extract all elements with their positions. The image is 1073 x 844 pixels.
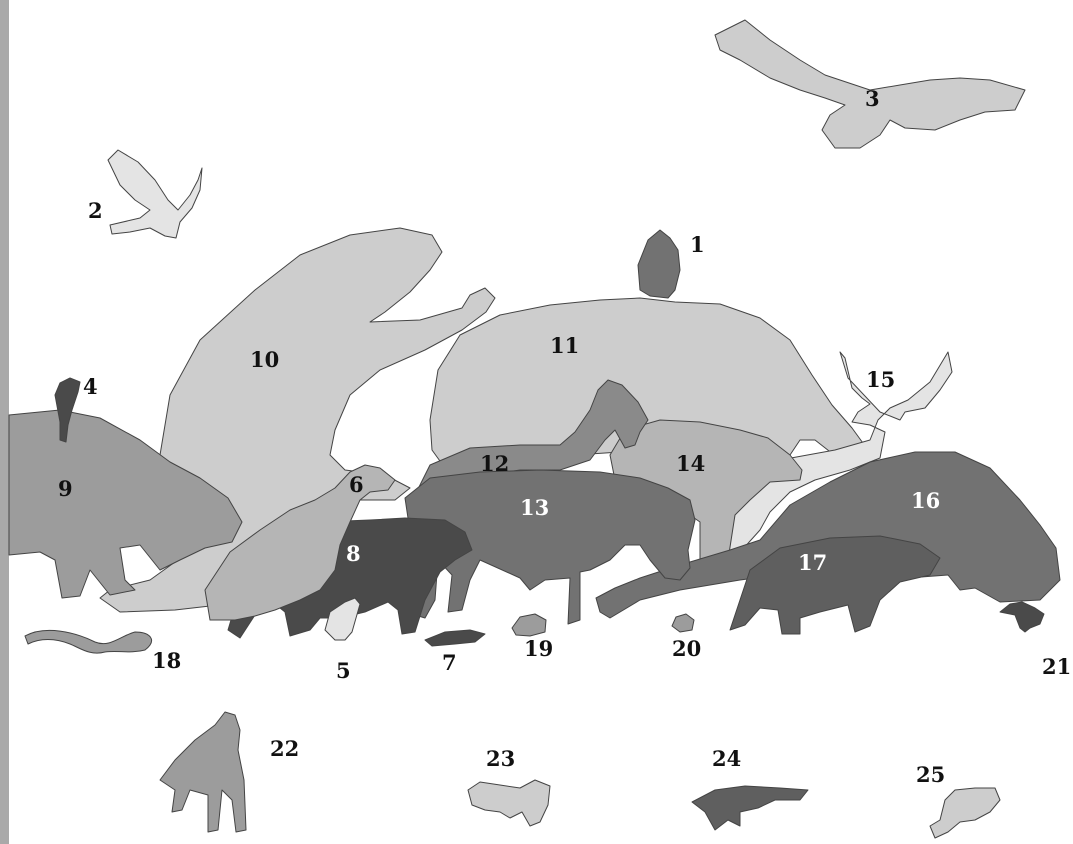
label-7: 7 [442,650,457,675]
silhouette-22-canid [160,712,246,832]
label-25: 25 [916,762,945,787]
label-10: 10 [250,347,279,372]
label-11: 11 [550,333,579,358]
label-1: 1 [690,232,705,257]
label-21: 21 [1042,654,1071,679]
silhouette-7-lizard [425,630,485,646]
label-18: 18 [152,648,181,673]
silhouette-3-condor [715,20,1025,148]
label-23: 23 [486,746,515,771]
label-2: 2 [88,198,103,223]
silhouette-20-rodent [672,614,694,632]
label-15: 15 [866,367,895,392]
silhouette-21-mouse [1000,602,1044,632]
silhouette-19-rodent [512,614,546,636]
label-13: 13 [520,495,549,520]
label-6: 6 [349,472,364,497]
silhouette-23-vizcacha [468,780,550,826]
label-24: 24 [712,746,741,771]
label-8: 8 [346,541,361,566]
label-3: 3 [865,86,880,111]
silhouette-24-lizard [692,786,808,830]
label-5: 5 [336,658,351,683]
silhouette-18-snake [25,630,152,653]
silhouette-2-eagle [108,150,202,238]
label-19: 19 [524,636,553,661]
label-14: 14 [676,451,705,476]
label-20: 20 [672,636,701,661]
label-22: 22 [270,736,299,761]
silhouette-25-opossum [930,788,1000,838]
silhouette-1-owl [638,230,680,298]
label-9: 9 [58,476,73,501]
label-16: 16 [911,488,940,513]
label-4: 4 [83,374,98,399]
label-17: 17 [798,550,827,575]
label-12: 12 [480,451,509,476]
